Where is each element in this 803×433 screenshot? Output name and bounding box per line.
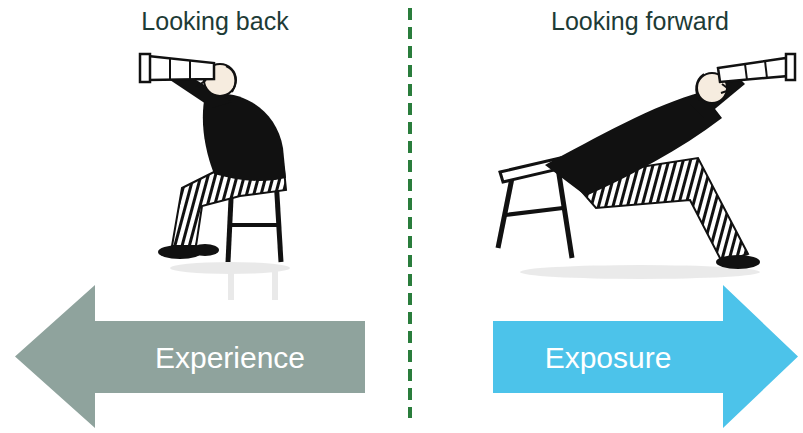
arrow-text: Experience — [155, 341, 305, 374]
arrow-shape — [15, 285, 365, 428]
man-looking-forward — [498, 54, 795, 279]
man-looking-back — [140, 54, 290, 300]
divider-line — [408, 8, 412, 418]
heading-label: Looking forward — [551, 8, 729, 36]
heading-label: Looking back — [141, 8, 288, 36]
arrow-text: Exposure — [545, 341, 672, 374]
exposure-arrow: Exposure — [493, 285, 798, 428]
experience-arrow: Experience — [15, 285, 365, 428]
arrow-shape — [493, 285, 798, 428]
